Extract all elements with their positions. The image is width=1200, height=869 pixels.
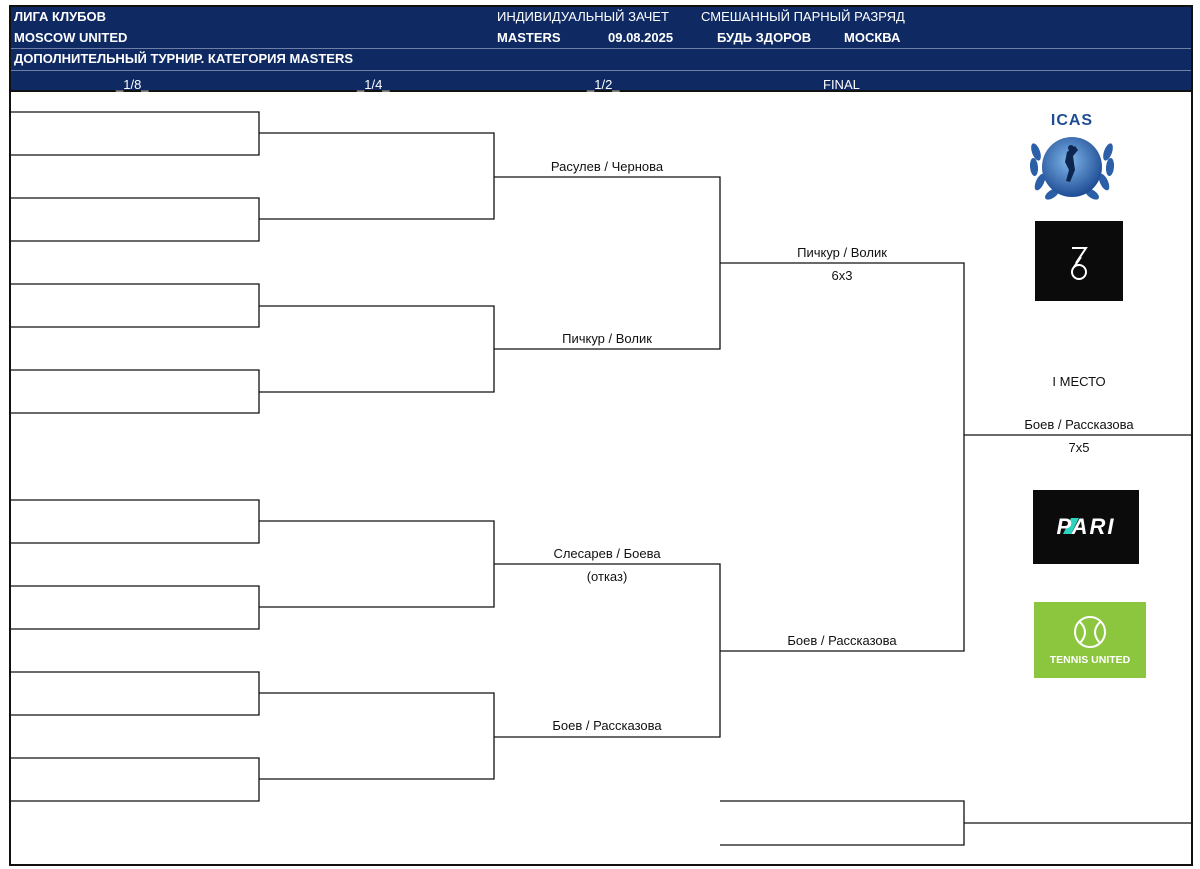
qf-connector-3: [259, 520, 495, 608]
seventy-six-icon: [1071, 247, 1088, 280]
sf-winner-1: Пичкур / Волик: [797, 245, 887, 260]
sf-winner-2: Боев / Рассказова: [787, 633, 897, 648]
pari-accent-icon: [1063, 518, 1079, 534]
round-headers: _1/8_ _1/4_ _1/2_ FINAL: [11, 77, 1191, 94]
qf-winner-2: Пичкур / Волик: [562, 331, 652, 346]
champion: Боев / Рассказова: [1024, 417, 1134, 432]
league-title: ЛИГА КЛУБОВ: [14, 9, 107, 24]
sf-connector-1: [494, 176, 721, 350]
qf-winner-3: Слесарев / Боева: [553, 546, 661, 561]
pari-logo: PARI: [1033, 490, 1139, 564]
r16-slot-1: [11, 111, 260, 156]
r16-slot-2: [11, 197, 260, 242]
round-sf: _1/2_: [587, 77, 620, 92]
qf-note-3: (отказ): [586, 569, 628, 584]
event-date: 09.08.2025: [608, 30, 674, 45]
r16-slot-6: [11, 585, 260, 630]
final-connector: [720, 262, 965, 652]
round-qf: _1/4_: [357, 77, 390, 92]
seventy-six-logo: [1035, 221, 1123, 301]
header-banner: ЛИГА КЛУБОВ MOSCOW UNITED ИНДИВИДУАЛЬНЫЙ…: [9, 5, 1193, 92]
discipline: СМЕШАННЫЙ ПАРНЫЙ РАЗРЯД: [701, 9, 905, 24]
r16-slot-4: [11, 369, 260, 414]
qf-connector-4: [259, 692, 495, 780]
r16-slot-3: [11, 283, 260, 328]
round-final: FINAL: [823, 77, 860, 92]
pari-text: PARI: [1056, 514, 1116, 539]
tennis-ball-icon: [1074, 616, 1106, 648]
club-name: MOSCOW UNITED: [14, 30, 128, 45]
venue: БУДЬ ЗДОРОВ: [717, 30, 812, 45]
icas-logo: ICAS: [1022, 112, 1122, 204]
third-place-connector: [720, 800, 965, 846]
qf-winner-1: Расулев / Чернова: [550, 159, 664, 174]
sf-score-1: 6х3: [831, 268, 853, 283]
icas-emblem-icon: [1029, 137, 1115, 200]
final-score: 7х5: [1068, 440, 1090, 455]
qf-connector-1: [259, 132, 495, 220]
icas-text: ICAS: [1050, 112, 1094, 129]
r16-slot-5: [11, 499, 260, 544]
sf-connector-2: [494, 563, 721, 738]
round-r16: _1/8_: [116, 77, 149, 92]
category: MASTERS: [497, 30, 561, 45]
first-place-label: I МЕСТО: [1052, 374, 1106, 389]
qf-winner-4: Боев / Рассказова: [552, 718, 662, 733]
tennis-united-logo: TENNIS UNITED: [1034, 602, 1146, 678]
city: МОСКВА: [844, 30, 901, 45]
qf-connector-2: [259, 305, 495, 393]
r16-slot-7: [11, 671, 260, 716]
event-type: ИНДИВИДУАЛЬНЫЙ ЗАЧЕТ: [497, 9, 669, 24]
r16-slot-8: [11, 757, 260, 802]
tournament-title: ДОПОЛНИТЕЛЬНЫЙ ТУРНИР. КАТЕГОРИЯ MASTERS: [14, 51, 354, 66]
tennis-united-text: TENNIS UNITED: [1049, 654, 1131, 666]
